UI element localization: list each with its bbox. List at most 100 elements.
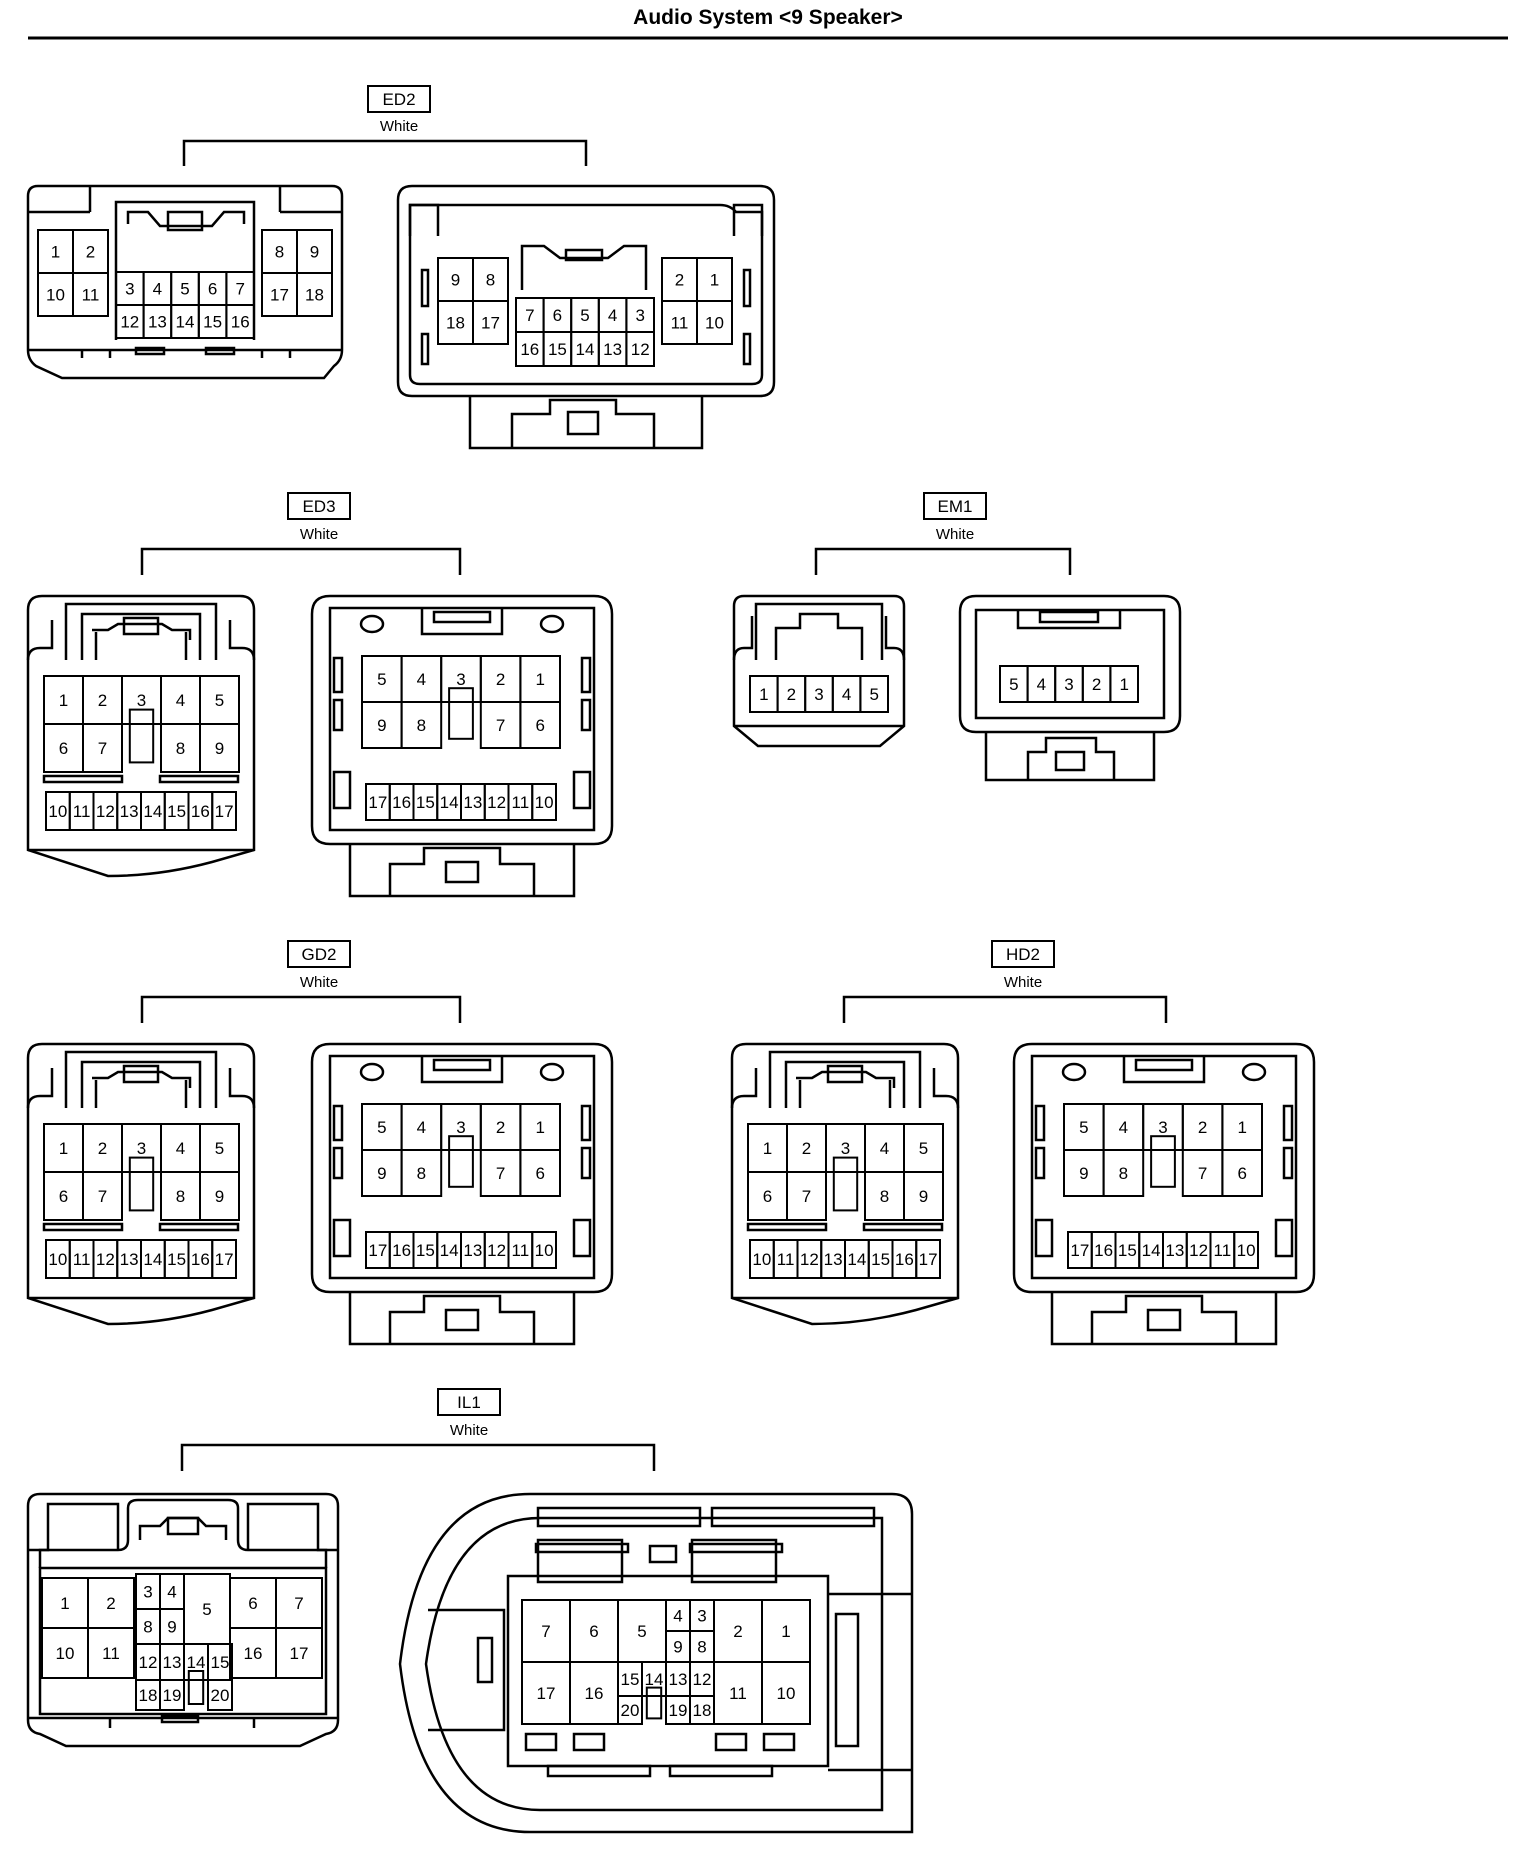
pin-cell [915, 1239, 941, 1279]
pin-cell [211, 1239, 237, 1279]
pin-number: 16 [585, 1684, 604, 1703]
pin-number: 13 [824, 1250, 843, 1269]
pin-number: 13 [148, 313, 167, 332]
connector-color: White [300, 974, 338, 991]
pin-number: 14 [645, 1670, 664, 1689]
pin-number: 6 [589, 1622, 598, 1641]
pin-cell [625, 331, 656, 367]
pin-number: 6 [248, 1594, 257, 1613]
pin-number: 14 [1142, 1241, 1161, 1260]
lock-slot [645, 1686, 663, 1720]
pin-number: 13 [463, 793, 482, 812]
pin-number: 5 [202, 1600, 211, 1619]
pin-number: 2 [106, 1594, 115, 1613]
pin-number: 17 [368, 1241, 387, 1260]
pin-number: 2 [86, 243, 95, 262]
pin-cell [519, 701, 562, 749]
connector-color: White [936, 526, 974, 543]
pin-number: 3 [841, 1139, 850, 1158]
pin-cell [72, 272, 109, 317]
pin-cell [400, 701, 443, 749]
pin-number: 16 [1094, 1241, 1113, 1260]
pin-number: 14 [176, 313, 195, 332]
pin-number: 10 [46, 286, 65, 305]
lock-slot [128, 1156, 155, 1212]
connector-code: ED3 [302, 497, 335, 516]
pin-number: 4 [417, 1118, 426, 1137]
pin-number: 15 [203, 313, 222, 332]
pin-number: 6 [208, 280, 217, 299]
pin-number: 20 [621, 1701, 640, 1720]
pin-number: 5 [1009, 675, 1018, 694]
pin-cell [761, 1661, 811, 1725]
connector-color: White [1004, 974, 1042, 991]
pin-cell [82, 1171, 123, 1221]
pin-number: 18 [693, 1701, 712, 1720]
pin-number: 2 [733, 1622, 742, 1641]
pin-number: 1 [59, 691, 68, 710]
pin-number: 4 [176, 691, 185, 710]
pin-number: 15 [167, 1250, 186, 1269]
pin-number: 1 [763, 1139, 772, 1158]
pin-number: 7 [802, 1187, 811, 1206]
pin-number: 18 [446, 314, 465, 333]
pin-number: 9 [377, 1164, 386, 1183]
pin-number: 7 [496, 1164, 505, 1183]
pin-number: 9 [919, 1187, 928, 1206]
pin-number: 9 [1079, 1164, 1088, 1183]
pin-number: 15 [621, 1670, 640, 1689]
pin-number: 3 [143, 1583, 152, 1602]
pin-number: 3 [456, 670, 465, 689]
pin-number: 14 [143, 1250, 162, 1269]
pin-number: 10 [705, 314, 724, 333]
pin-number: 13 [669, 1670, 688, 1689]
pin-number: 7 [235, 280, 244, 299]
pin-number: 2 [802, 1139, 811, 1158]
pin-cell [531, 1231, 557, 1269]
pin-number: 17 [368, 793, 387, 812]
pin-number: 10 [752, 1250, 771, 1269]
pin-number: 7 [525, 306, 534, 325]
pin-number: 11 [729, 1684, 747, 1703]
pin-number: 10 [535, 1241, 554, 1260]
pin-number: 12 [693, 1670, 712, 1689]
pin-number: 19 [163, 1686, 182, 1705]
page-title: Audio System <9 Speaker> [633, 6, 903, 29]
pin-number: 1 [759, 685, 768, 704]
pin-number: 4 [417, 670, 426, 689]
pin-cell [1221, 1149, 1264, 1197]
pin-number: 6 [535, 1164, 544, 1183]
pin-number: 8 [417, 716, 426, 735]
pin-number: 6 [1237, 1164, 1246, 1183]
pin-number: 3 [137, 1139, 146, 1158]
pin-number: 5 [215, 1139, 224, 1158]
pin-cell [199, 1171, 240, 1221]
lock-slot [187, 1670, 205, 1705]
pin-number: 9 [310, 243, 319, 262]
pin-number: 2 [675, 271, 684, 290]
pin-cell [159, 1679, 185, 1711]
pin-number: 16 [244, 1644, 263, 1663]
pin-number: 17 [290, 1644, 309, 1663]
pin-number: 17 [215, 1250, 234, 1269]
pin-number: 4 [608, 306, 617, 325]
pin-number: 1 [535, 670, 544, 689]
pin-number: 15 [416, 1241, 435, 1260]
pin-number: 9 [215, 739, 224, 758]
pin-number: 17 [270, 286, 289, 305]
connector-color: White [380, 118, 418, 135]
pin-number: 3 [1158, 1118, 1167, 1137]
pin-number: 9 [377, 716, 386, 735]
pin-number: 11 [777, 1250, 795, 1269]
pin-number: 14 [847, 1250, 866, 1269]
pin-number: 15 [167, 802, 186, 821]
